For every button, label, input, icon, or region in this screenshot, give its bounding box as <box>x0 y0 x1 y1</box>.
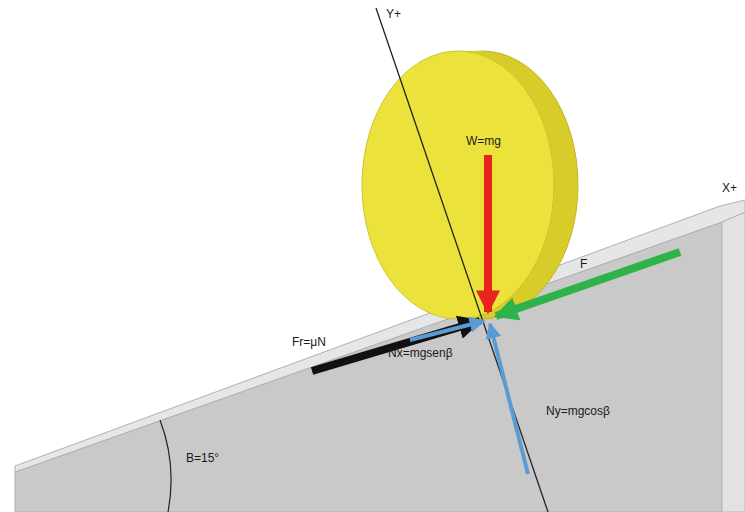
y-axis <box>376 8 548 512</box>
force-label: Ny=mgcosβ <box>546 405 610 419</box>
incline-side <box>722 212 745 512</box>
weight-arrow <box>484 155 492 312</box>
normal-x-arrow <box>410 321 484 340</box>
normal-y-arrow <box>490 324 528 474</box>
force-label: Nx=mgsenβ <box>388 347 453 361</box>
force-label: W=mg <box>466 135 501 149</box>
force-f-arrow <box>496 252 680 316</box>
angle-arc <box>160 420 171 512</box>
force-label: F <box>580 258 587 272</box>
angle-label: B=15° <box>186 452 219 466</box>
axis-label: X+ <box>722 182 737 196</box>
wheel-front <box>362 51 554 319</box>
axis-label: Y+ <box>386 8 401 22</box>
force-label: Fr=μN <box>292 336 326 350</box>
incline-front <box>15 222 722 512</box>
